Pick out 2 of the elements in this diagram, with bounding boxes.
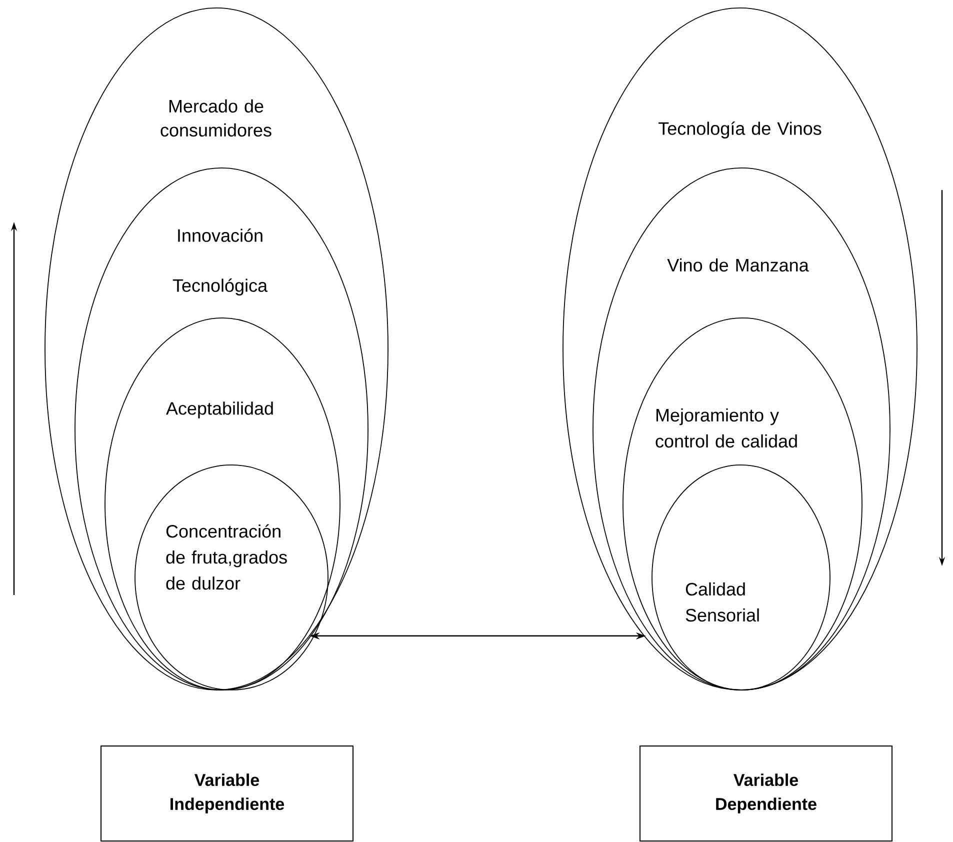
label-box: Variable Dependiente (640, 745, 892, 842)
label-box: Variable Independiente (100, 745, 354, 842)
